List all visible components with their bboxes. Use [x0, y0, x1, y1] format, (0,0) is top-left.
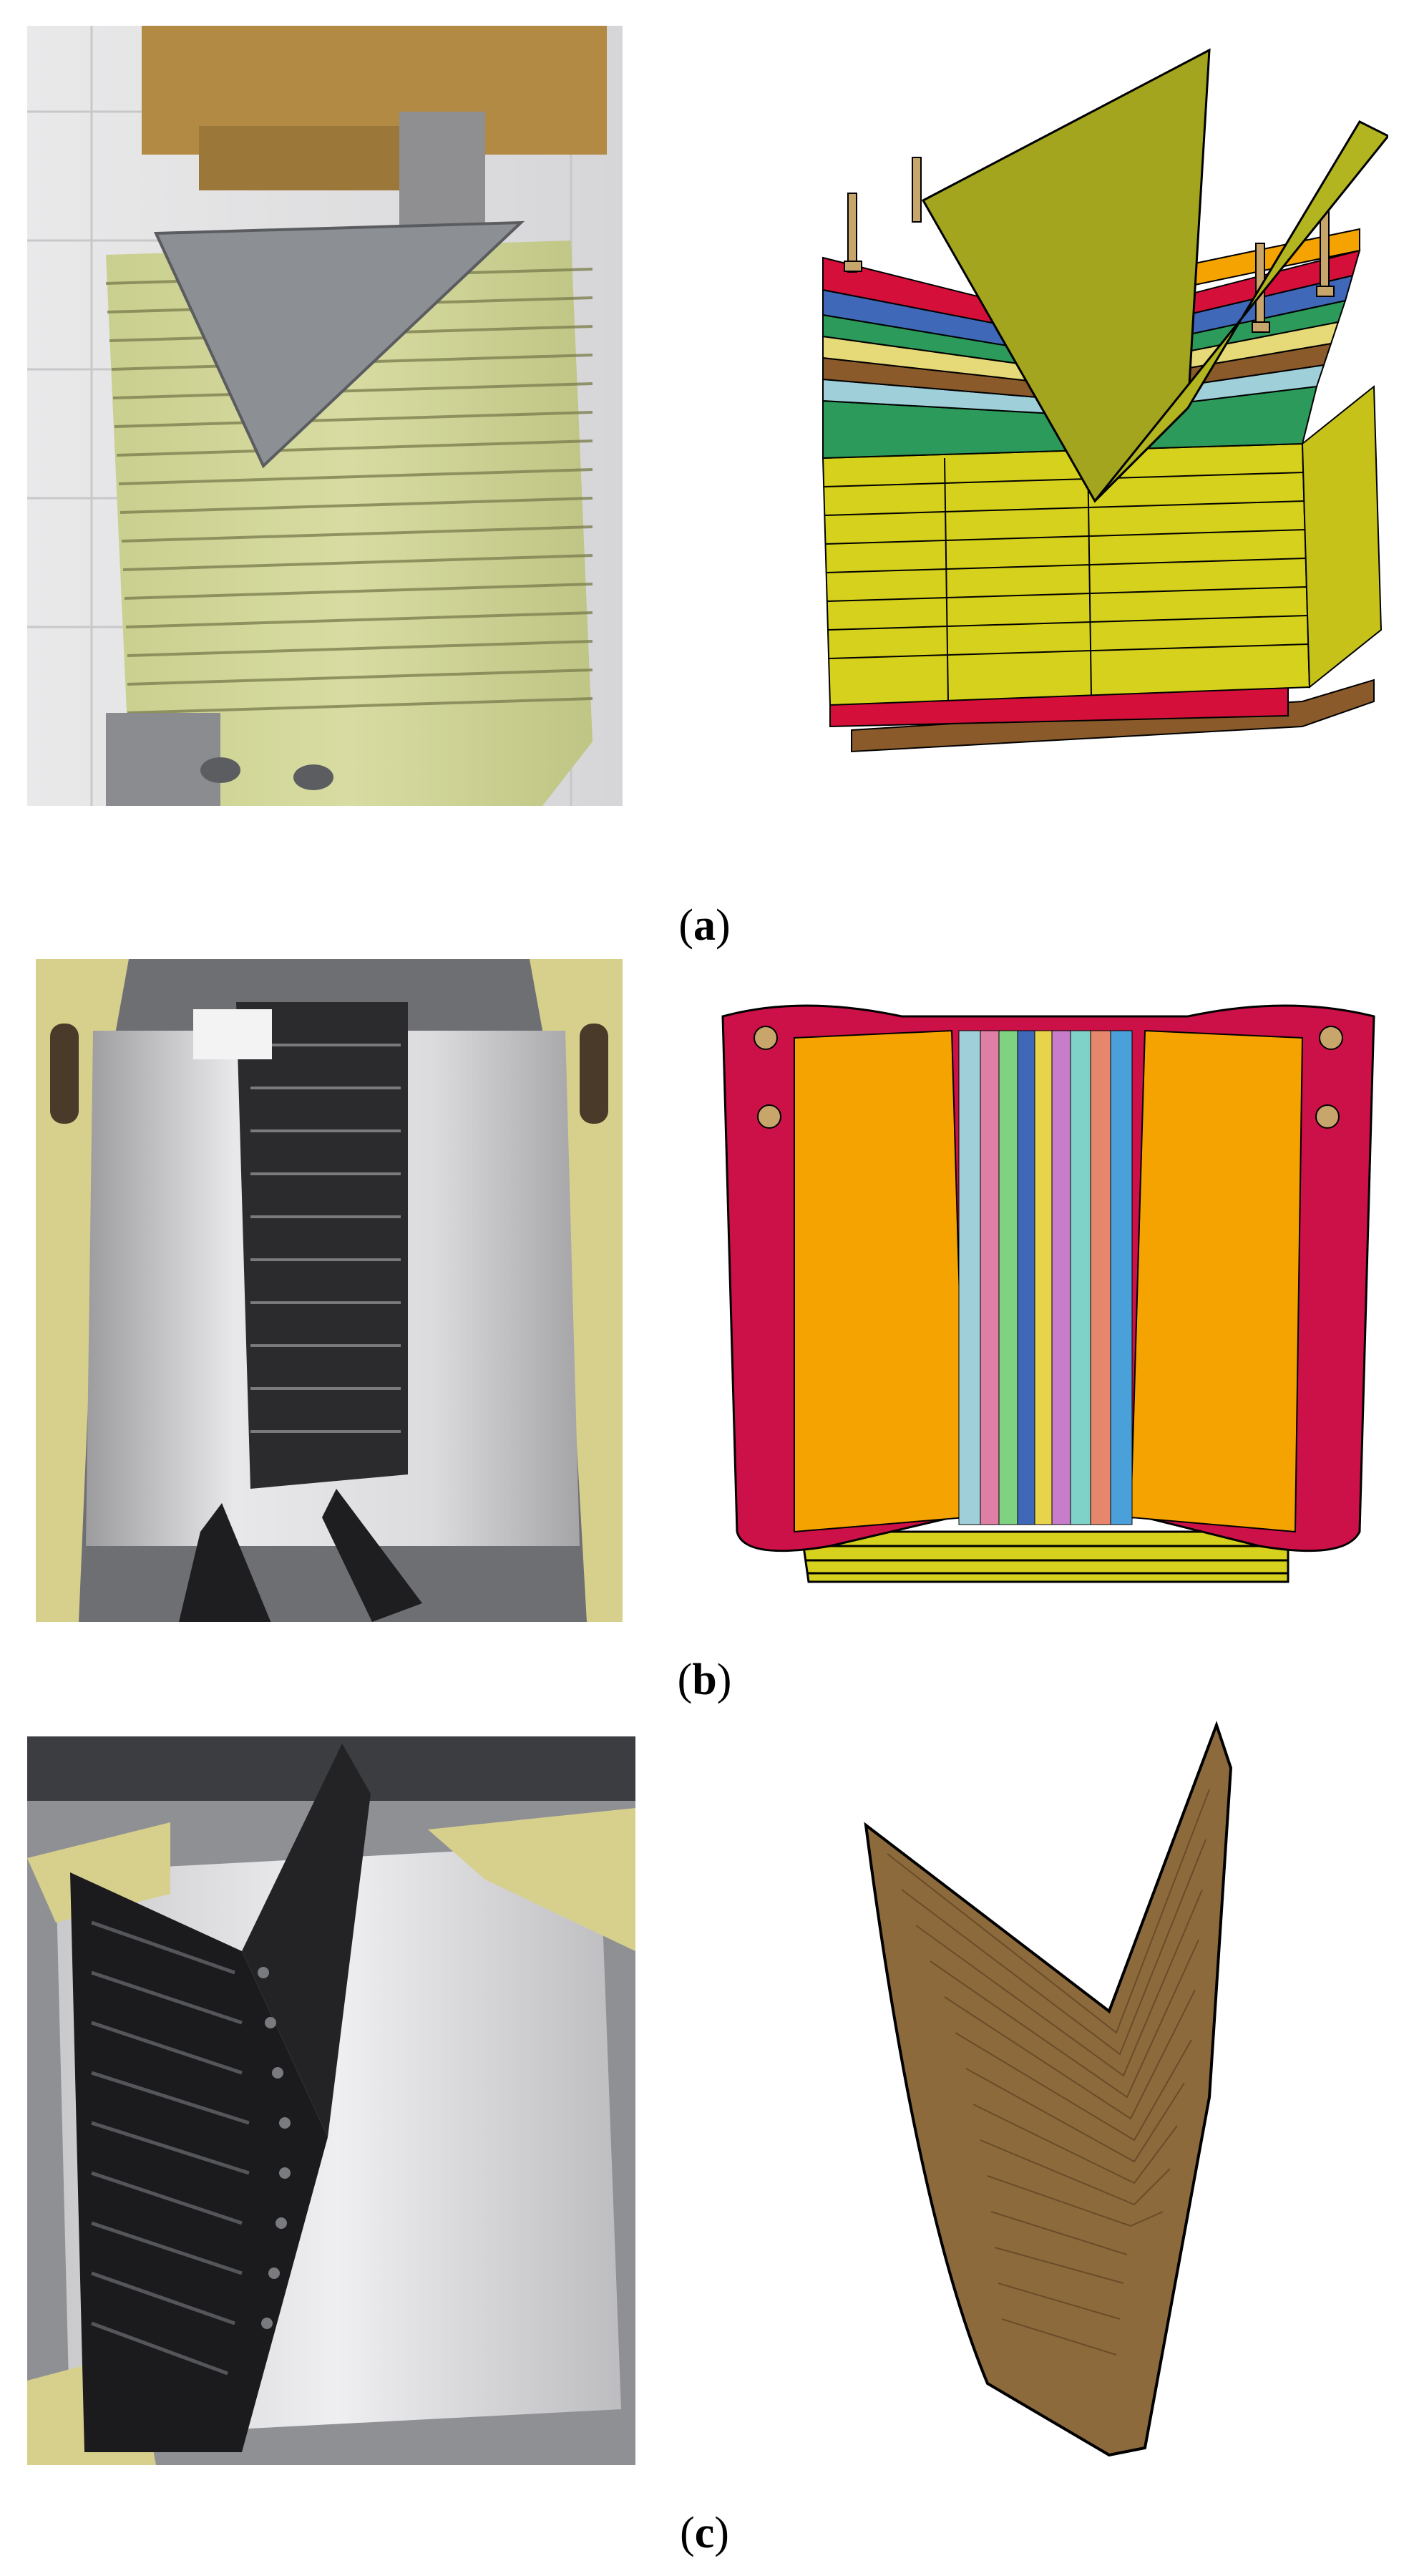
photo-cell-stack-wedge-test-icon	[27, 26, 623, 806]
sim-cell-stack-wedge-model-icon	[821, 48, 1388, 753]
panel-c-caption: (c)	[680, 2509, 729, 2557]
photo-opened-cell-after-test-icon	[36, 959, 623, 1622]
panel-a-caption: (a)	[678, 901, 731, 950]
panel-c-simulation	[859, 1711, 1288, 2469]
photo-folded-cooling-plate-icon	[27, 1736, 635, 2465]
sim-opened-cell-deformed-icon	[721, 1004, 1375, 1583]
panel-a-simulation	[744, 43, 1388, 780]
panel-b-caption: (b)	[677, 1656, 732, 1704]
sim-folded-plate-shape-icon	[864, 1721, 1233, 2457]
panel-a-photo	[27, 26, 623, 806]
panel-b-photo	[36, 959, 623, 1622]
panel-c-photo	[27, 1736, 635, 2465]
panel-b-simulation	[716, 988, 1381, 1596]
